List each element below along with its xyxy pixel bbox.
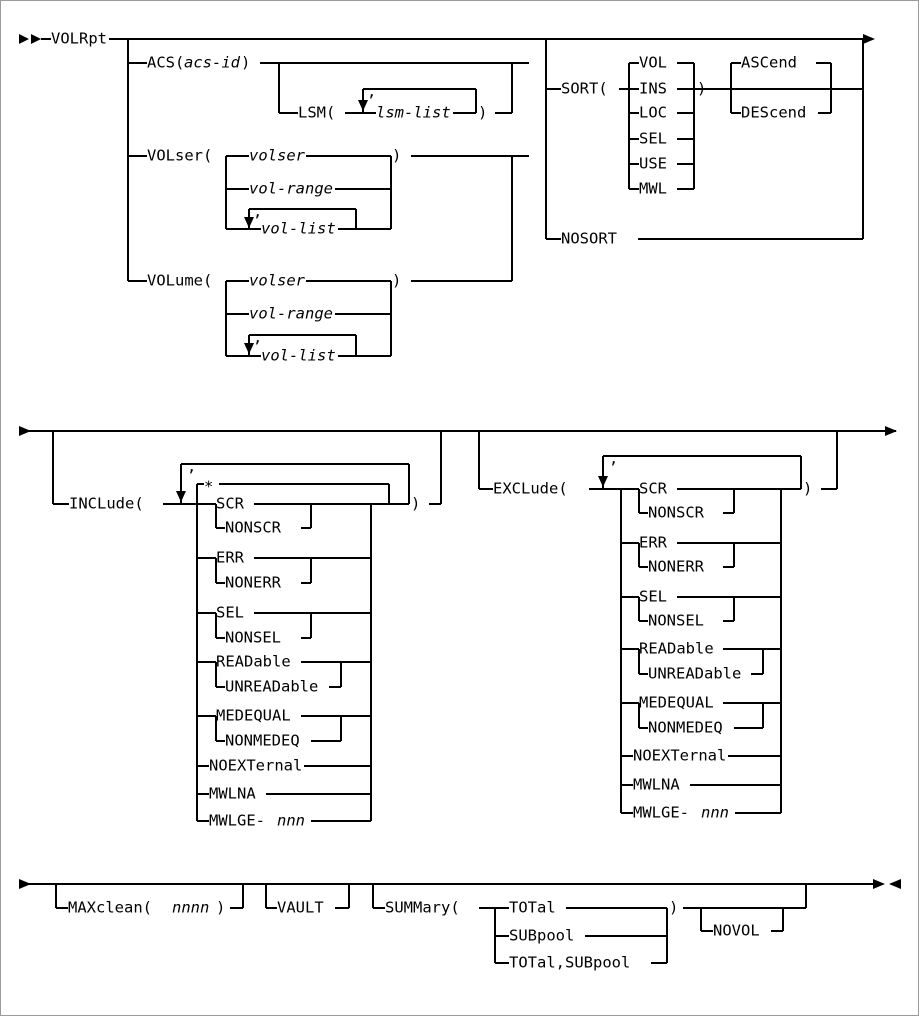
label-volume-volser: volser bbox=[249, 272, 306, 290]
label-summary-subpool: SUBpool bbox=[509, 927, 574, 945]
label-include-mwlge: MWLGE- bbox=[209, 812, 265, 830]
label-nosort: NOSORT bbox=[561, 230, 617, 248]
label-include-unreadable: UNREADable bbox=[225, 678, 318, 696]
label-include-nonmedeq: NONMEDEQ bbox=[225, 732, 300, 750]
label-summary-open: SUMMary( bbox=[385, 899, 460, 917]
label-include-err: ERR bbox=[216, 549, 245, 567]
label-include-medequal: MEDEQUAL bbox=[216, 707, 291, 725]
label-include-nonsel: NONSEL bbox=[225, 629, 281, 647]
label-volume-comma: , bbox=[253, 329, 262, 347]
row-1-continue-arrow-icon bbox=[863, 34, 875, 44]
label-exclude-nonmedeq: NONMEDEQ bbox=[648, 719, 723, 737]
label-include-nonerr: NONERR bbox=[225, 574, 282, 592]
label-include-open: INCLude( bbox=[69, 495, 144, 513]
label-exclude-mwlge: MWLGE- bbox=[633, 804, 689, 822]
label-maxclean-nnnn: nnnn bbox=[172, 899, 209, 917]
label-exclude-sel: SEL bbox=[639, 588, 667, 606]
label-sort-loc: LOC bbox=[639, 104, 667, 122]
label-sort-close-paren: ) bbox=[697, 80, 706, 98]
label-include-close-paren: ) bbox=[411, 495, 420, 513]
row-1-group: VOLRpt ACS( acs-id ) LSM( , lsm-list ) V… bbox=[19, 30, 875, 365]
row-2-end-arrow-icon bbox=[885, 426, 897, 436]
label-volser-open: VOLser( bbox=[147, 147, 212, 165]
label-sort-vol: VOL bbox=[639, 54, 667, 72]
label-novol: NOVOL bbox=[713, 922, 760, 940]
label-exclude-unreadable: UNREADable bbox=[648, 665, 741, 683]
label-volume-vol-list: vol-list bbox=[261, 347, 336, 365]
label-volser-comma: , bbox=[253, 203, 262, 221]
label-exclude-mwlna: MWLNA bbox=[633, 776, 680, 794]
label-sort-mwl: MWL bbox=[639, 180, 667, 198]
label-acs-open: ACS( bbox=[147, 54, 184, 72]
label-include-readable: READable bbox=[216, 653, 291, 671]
label-sort-ins: INS bbox=[639, 80, 667, 98]
start-arrow-2-icon bbox=[31, 34, 41, 44]
label-exclude-scr: SCR bbox=[639, 480, 668, 498]
label-volser-volser: volser bbox=[249, 147, 306, 165]
loop-arrow-down-icon bbox=[244, 217, 254, 228]
label-volume-open: VOLume( bbox=[147, 272, 212, 290]
label-summary-total: TOTal bbox=[509, 899, 556, 917]
row-3-end-arrow-left-icon bbox=[889, 879, 901, 889]
label-exclude-comma: , bbox=[609, 450, 618, 468]
label-ascend: ASCend bbox=[741, 54, 797, 72]
label-exclude-medequal: MEDEQUAL bbox=[639, 694, 714, 712]
loop-arrow-down-icon bbox=[598, 476, 608, 487]
label-lsm-open: LSM( bbox=[298, 104, 335, 122]
label-include-nonscr: NONSCR bbox=[225, 519, 282, 537]
label-maxclean-close-paren: ) bbox=[216, 899, 225, 917]
label-include-sel: SEL bbox=[216, 604, 244, 622]
row-3-end-arrow-right-icon bbox=[873, 879, 885, 889]
label-volume-close-paren: ) bbox=[392, 272, 401, 290]
label-volser-vol-range: vol-range bbox=[249, 180, 333, 198]
label-exclude-err: ERR bbox=[639, 534, 668, 552]
label-exclude-nonsel: NONSEL bbox=[648, 612, 704, 630]
label-exclude-open: EXCLude( bbox=[493, 480, 568, 498]
label-summary-close-paren: ) bbox=[669, 899, 678, 917]
loop-arrow-down-icon bbox=[176, 491, 186, 502]
label-include-comma: , bbox=[187, 458, 196, 476]
label-maxclean-open: MAXclean( bbox=[68, 899, 152, 917]
label-lsm-close-paren: ) bbox=[478, 104, 487, 122]
label-exclude-nnn: nnn bbox=[701, 804, 729, 822]
label-exclude-readable: READable bbox=[639, 640, 714, 658]
label-volrpt: VOLRpt bbox=[51, 30, 107, 48]
label-exclude-nonscr: NONSCR bbox=[648, 504, 705, 522]
label-lsm-list: lsm-list bbox=[376, 104, 451, 122]
row-2-group: INCLude( , * SCR NONSCR ERR NONERR bbox=[19, 426, 897, 830]
label-sort-use: USE bbox=[639, 155, 667, 173]
label-summary-total-subpool: TOTal,SUBpool bbox=[509, 954, 630, 972]
label-include-noexternal: NOEXTernal bbox=[209, 757, 302, 775]
label-include-mwlna: MWLNA bbox=[209, 785, 256, 803]
label-exclude-noexternal: NOEXTernal bbox=[633, 747, 726, 765]
label-vault: VAULT bbox=[277, 899, 324, 917]
start-arrow-1-icon bbox=[19, 34, 29, 44]
loop-arrow-down-icon bbox=[244, 343, 254, 354]
label-sort-sel: SEL bbox=[639, 130, 667, 148]
label-exclude-nonerr: NONERR bbox=[648, 558, 705, 576]
label-descend: DEScend bbox=[741, 104, 806, 122]
label-lsm-comma: , bbox=[367, 83, 376, 101]
label-exclude-close-paren: ) bbox=[803, 480, 812, 498]
label-volser-vol-list: vol-list bbox=[261, 220, 336, 238]
label-include-nnn: nnn bbox=[277, 812, 305, 830]
label-acs-id: acs-id bbox=[184, 54, 241, 72]
row-3-group: MAXclean( nnnn ) VAULT SUMMary( TOTal SU… bbox=[19, 879, 901, 972]
label-include-star: * bbox=[204, 478, 213, 496]
label-include-scr: SCR bbox=[216, 495, 245, 513]
loop-arrow-down-icon bbox=[358, 100, 368, 111]
label-acs-close-paren: ) bbox=[241, 54, 250, 72]
label-volume-vol-range: vol-range bbox=[249, 305, 333, 323]
label-volser-close-paren: ) bbox=[392, 147, 401, 165]
label-sort-open: SORT( bbox=[561, 80, 608, 98]
